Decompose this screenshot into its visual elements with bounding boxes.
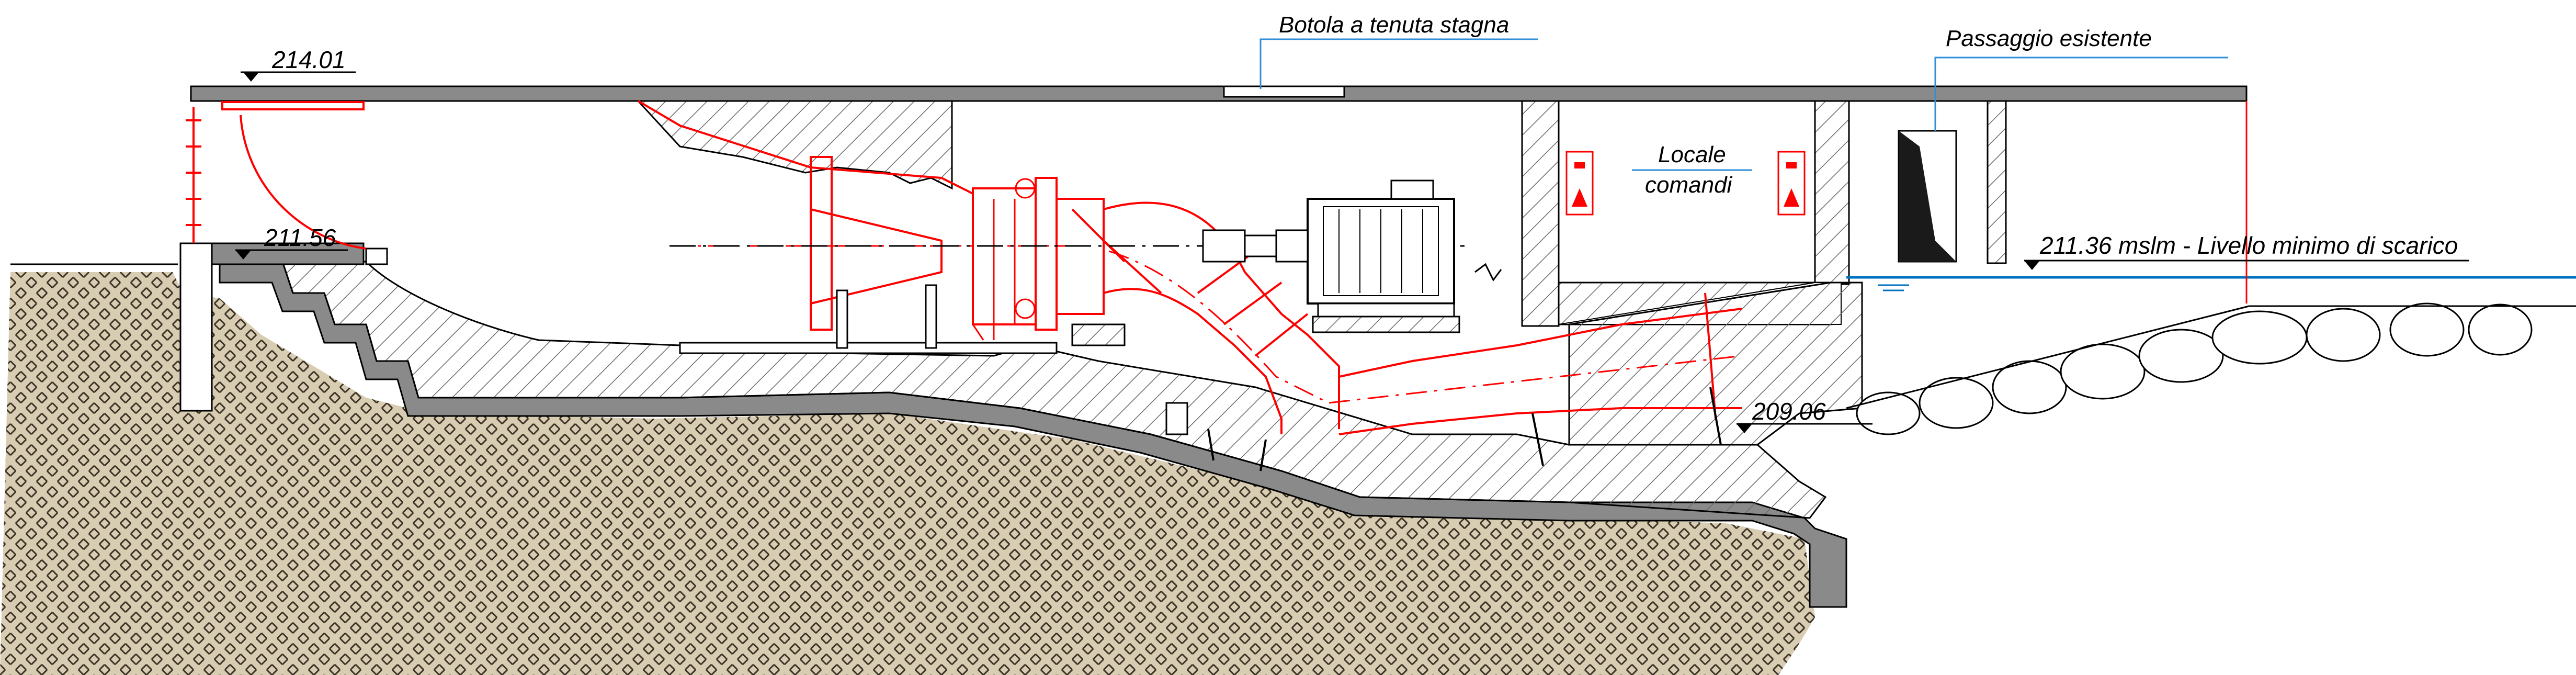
- outlet-slab: [1568, 282, 1863, 446]
- water-level-symbol: [1878, 284, 1909, 291]
- wall-passage: [1987, 100, 2007, 264]
- turbine-guide-vanes: [972, 178, 1036, 341]
- soil-mass-left: [0, 272, 1799, 675]
- control-room-label-line2: comandi: [1645, 172, 1733, 198]
- intake-trashrack: [186, 101, 367, 250]
- inlet-pier: [179, 242, 213, 412]
- elevation-label-inlet: 211.56: [264, 224, 336, 251]
- inlet-sill: [211, 242, 365, 265]
- elevation-underlines: [235, 71, 2469, 425]
- support-piers: [836, 284, 1188, 435]
- roof-hatch-opening: [1223, 85, 1345, 98]
- elevation-label-bottom: 209.06: [1752, 398, 1826, 425]
- leader-lines: [1259, 38, 2228, 171]
- anchors: [1207, 387, 1722, 471]
- riprap-stones: [1856, 302, 2533, 435]
- existing-passage-gate: [1898, 130, 1957, 263]
- hatch-label: Botola a tenuta stagna: [1279, 12, 1509, 38]
- wall-right-control: [1814, 100, 1850, 285]
- warning-panel-icon: [1565, 151, 1594, 216]
- control-room-label-line1: Locale: [1658, 142, 1726, 167]
- turbine-assembly: [637, 100, 1742, 435]
- wall-left-control: [1521, 100, 1560, 327]
- elevation-label-top: 214.01: [271, 46, 346, 73]
- roof-slab: [190, 85, 2248, 102]
- generator-motor-icon: [1202, 179, 1502, 333]
- triangle-down-icon: [235, 72, 2040, 433]
- inlet-curb: [365, 248, 388, 265]
- discharge-level-label: 211.36 mslm - Livello minimo di scarico: [2039, 232, 2458, 259]
- riverbank-line: [1846, 305, 2250, 409]
- warning-panel-icon: [1777, 151, 1806, 216]
- machinery-floor: [679, 342, 1058, 354]
- existing-passage-label: Passaggio esistente: [1946, 26, 2152, 51]
